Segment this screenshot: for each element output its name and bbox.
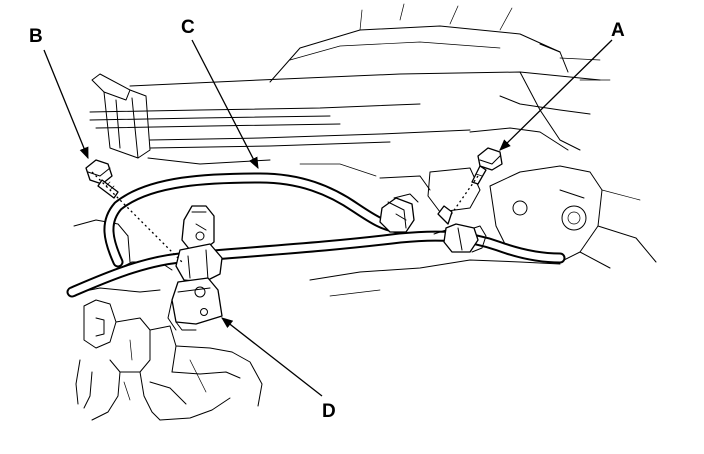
right-hose-clamp xyxy=(433,205,487,253)
callout-leaders xyxy=(43,39,613,397)
bolt-a xyxy=(471,147,503,185)
callout-c: C xyxy=(181,17,195,38)
callout-d: D xyxy=(322,401,336,422)
left-bracket-assembly xyxy=(167,205,223,331)
engine-background xyxy=(73,3,657,421)
bolt-b xyxy=(85,159,119,199)
hose-c xyxy=(103,172,404,268)
callout-a: A xyxy=(611,20,625,41)
lower-hose xyxy=(66,230,566,298)
callout-b: B xyxy=(29,26,43,47)
hose-connector xyxy=(379,193,419,233)
